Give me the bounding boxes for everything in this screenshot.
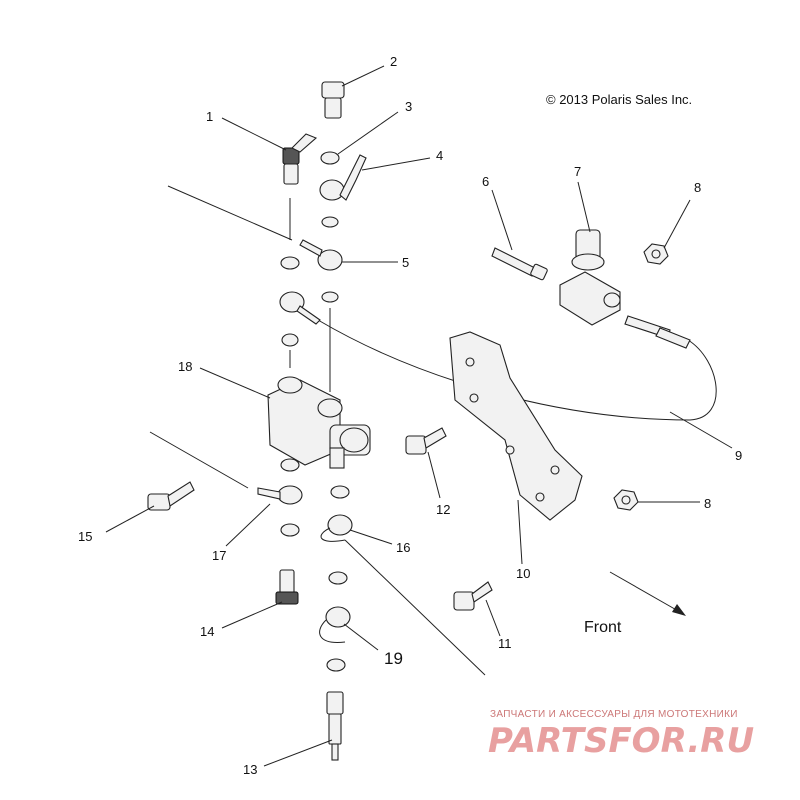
- callout-14: 14: [200, 624, 214, 639]
- washers: [280, 151, 350, 672]
- washer-3h: [280, 523, 300, 537]
- banjo-fitting-5: [299, 239, 343, 271]
- callout-17: 17: [212, 548, 226, 563]
- banjo-fitting-4: [319, 154, 367, 201]
- front-arrow: [609, 571, 686, 616]
- bolt-12: [405, 427, 447, 455]
- watermark-brand: PARTSFOR.RU: [488, 721, 754, 761]
- callout-3: 3: [405, 99, 412, 114]
- callout-16: 16: [396, 540, 410, 555]
- arrowhead-icon: [672, 604, 686, 616]
- brake-line-lower-left: [149, 431, 249, 489]
- washer-3d: [280, 256, 300, 270]
- callout-10: 10: [516, 566, 530, 581]
- washer-3b: [321, 216, 339, 228]
- front-label: Front: [584, 619, 622, 636]
- proportioning-valve-18: [267, 376, 371, 469]
- nut-8-lower: [613, 489, 639, 511]
- callout-9: 9: [735, 448, 742, 463]
- washer-3g: [330, 485, 350, 499]
- banjo-fitting-17: [257, 485, 303, 505]
- callout-18: 18: [178, 359, 192, 374]
- fitting-6: [491, 247, 548, 281]
- banjo-fitting-upper: [279, 291, 321, 325]
- brake-line-upper-left: [167, 185, 293, 241]
- washer-3f: [280, 458, 300, 472]
- nut-8-upper: [643, 243, 669, 265]
- callout-12: 12: [436, 502, 450, 517]
- washer-3i: [328, 571, 348, 585]
- banjo-fitting-16: [320, 514, 353, 542]
- brake-line-16: [344, 539, 486, 676]
- callout-1: 1: [206, 109, 213, 124]
- washer-3c: [321, 291, 339, 303]
- callout-8-lower: 8: [704, 496, 711, 511]
- brake-lines: [149, 185, 717, 676]
- leader-lines: [105, 65, 733, 767]
- pressure-switch-1: [282, 133, 318, 185]
- banjo-fitting-19: [319, 606, 351, 643]
- callout-4: 4: [436, 148, 443, 163]
- callout-5: 5: [402, 255, 409, 270]
- watermark-tagline: ЗАПЧАСТИ И АКСЕССУАРЫ ДЛЯ МОТОТЕХНИКИ: [490, 709, 738, 720]
- callout-8-upper: 8: [694, 180, 701, 195]
- copyright-text: © 2013 Polaris Sales Inc.: [546, 92, 692, 107]
- callout-11: 11: [498, 636, 512, 651]
- callout-2: 2: [390, 54, 397, 69]
- washer-3j: [326, 658, 346, 672]
- banjo-bolt-14: [275, 569, 299, 605]
- fitting-9-end: [624, 315, 691, 349]
- callout-7: 7: [574, 164, 581, 179]
- sensor-13: [326, 691, 344, 761]
- washer-3e: [281, 333, 299, 347]
- callout-6: 6: [482, 174, 489, 189]
- callout-13: 13: [243, 762, 257, 777]
- washer-3a: [320, 151, 340, 165]
- valve-7: [559, 229, 621, 326]
- bracket-10: [449, 331, 583, 521]
- bolt-15: [147, 481, 195, 511]
- banjo-bolt-2: [321, 81, 345, 119]
- brake-line-9: [317, 319, 717, 421]
- callout-19: 19: [384, 649, 403, 668]
- callout-15: 15: [78, 529, 92, 544]
- bolt-11: [453, 581, 493, 611]
- callout-labels: 1 2 3 4 5 6 7 8 8 9 10 11 12 13 14 15 16…: [78, 54, 742, 777]
- watermark: ЗАПЧАСТИ И АКСЕССУАРЫ ДЛЯ МОТОТЕХНИКИ PA…: [488, 709, 754, 761]
